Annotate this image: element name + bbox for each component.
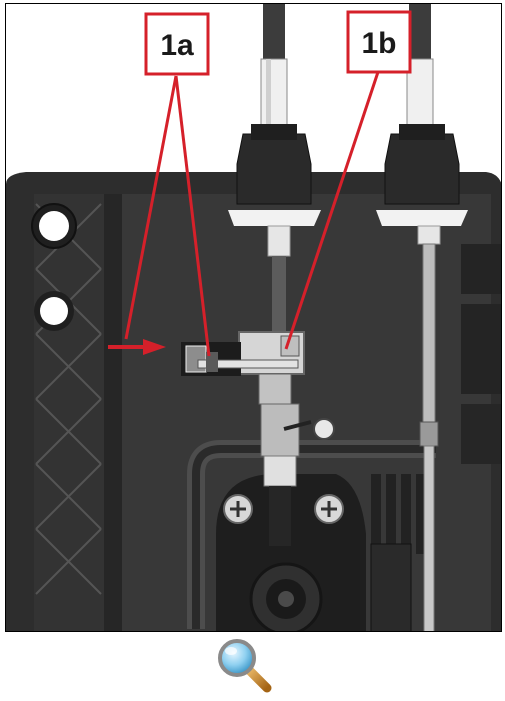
leader-lines	[124, 71, 380, 357]
callout-1b-label: 1b	[361, 27, 396, 60]
direction-arrow	[108, 339, 166, 355]
technical-illustration: 1a 1b	[5, 3, 502, 632]
callout-1a-label: 1a	[160, 29, 194, 62]
magnifier-icon[interactable]	[213, 634, 275, 696]
callout-1b: 1b	[346, 10, 412, 74]
cables	[228, 4, 468, 631]
callout-1a: 1a	[144, 12, 210, 76]
latch-assembly	[181, 331, 335, 546]
